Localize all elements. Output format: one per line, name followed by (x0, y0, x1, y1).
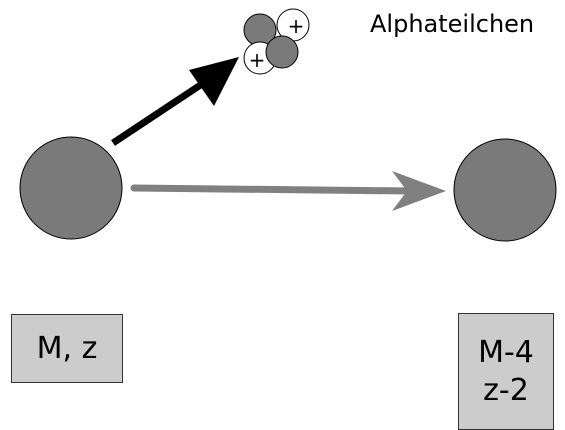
recoil-arrow (130, 171, 446, 211)
proton-bottom-plus: + (249, 48, 266, 72)
parent-nucleus (19, 136, 123, 240)
parent-label-box: M, z (11, 314, 123, 383)
parent-mass-charge: M, z (36, 331, 98, 366)
proton-top-plus: + (288, 14, 305, 38)
alpha-particle: + + (243, 8, 310, 75)
daughter-mass: M-4 (478, 335, 534, 370)
daughter-charge: z-2 (483, 372, 529, 408)
neutron-bottom (265, 35, 299, 69)
daughter-label-box: M-4 z-2 (458, 313, 554, 430)
daughter-nucleus (453, 138, 557, 242)
alpha-particle-label: Alphateilchen (370, 10, 535, 38)
emission-arrow (111, 57, 239, 146)
